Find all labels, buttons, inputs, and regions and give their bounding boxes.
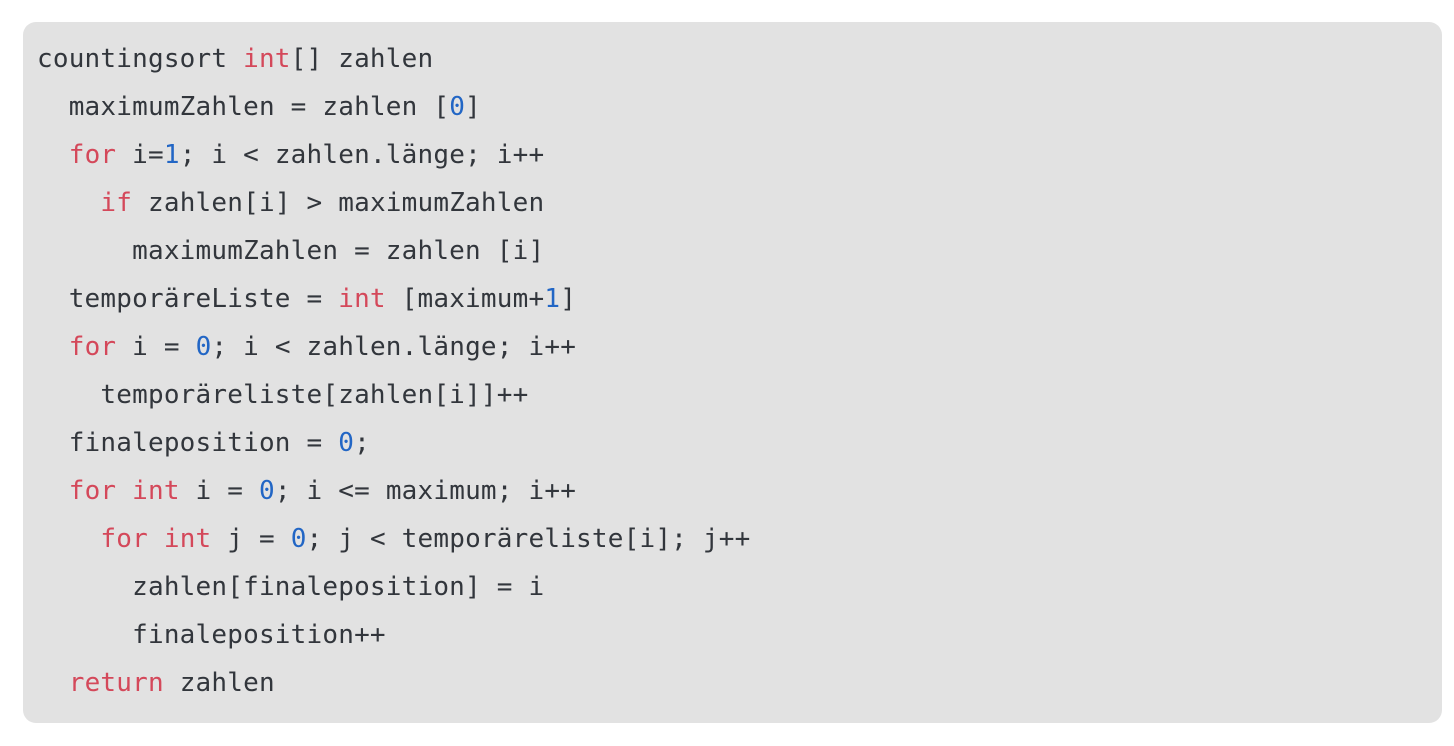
code-token-plain: [37, 476, 69, 506]
code-block-card: countingsort int[] zahlen maximumZahlen …: [23, 22, 1442, 723]
code-token-keyword: int: [132, 476, 180, 506]
code-token-plain: i =: [179, 476, 259, 506]
code-line: for i = 0; i < zahlen.länge; i++: [37, 323, 1428, 371]
code-token-keyword: int: [243, 44, 291, 74]
code-line: finaleposition++: [37, 611, 1428, 659]
code-line: for int i = 0; i <= maximum; i++: [37, 467, 1428, 515]
code-token-keyword: return: [68, 668, 164, 698]
code-line: return zahlen: [37, 659, 1428, 707]
code-token-plain: zahlen[i] > maximumZahlen: [132, 188, 545, 218]
code-token-keyword: for: [68, 140, 117, 170]
code-token-plain: finaleposition++: [37, 620, 386, 650]
code-token-plain: [37, 140, 69, 170]
code-token-plain: maximumZahlen = zahlen [: [37, 92, 450, 122]
code-token-number: 0: [258, 476, 275, 506]
code-content: countingsort int[] zahlen maximumZahlen …: [37, 35, 1428, 707]
code-token-plain: [] zahlen: [290, 44, 434, 74]
code-token-plain: temporäreliste[zahlen[i]]++: [37, 380, 529, 410]
code-line: for int j = 0; j < temporäreliste[i]; j+…: [37, 515, 1428, 563]
code-token-number: 0: [290, 524, 307, 554]
code-line: maximumZahlen = zahlen [0]: [37, 83, 1428, 131]
code-token-number: 1: [544, 284, 561, 314]
code-token-plain: i=: [116, 140, 164, 170]
code-token-number: 0: [195, 332, 212, 362]
code-token-plain: [37, 524, 100, 554]
code-line: countingsort int[] zahlen: [37, 35, 1428, 83]
code-token-plain: maximumZahlen = zahlen [i]: [37, 236, 545, 266]
code-token-plain: zahlen[finaleposition] = i: [37, 572, 545, 602]
code-token-keyword: int: [338, 284, 386, 314]
code-line: maximumZahlen = zahlen [i]: [37, 227, 1428, 275]
code-token-plain: ; i <= maximum; i++: [274, 476, 577, 506]
code-token-plain: ]: [560, 284, 577, 314]
code-token-plain: [116, 476, 132, 506]
code-line: temporäreliste[zahlen[i]]++: [37, 371, 1428, 419]
code-line: for i=1; i < zahlen.länge; i++: [37, 131, 1428, 179]
code-token-plain: ; i < zahlen.länge; i++: [179, 140, 545, 170]
code-token-plain: i =: [116, 332, 196, 362]
code-token-plain: [37, 188, 100, 218]
code-token-plain: [37, 332, 69, 362]
code-line: finaleposition = 0;: [37, 419, 1428, 467]
code-token-plain: [148, 524, 164, 554]
code-token-plain: zahlen: [163, 668, 275, 698]
code-token-plain: temporäreListe =: [37, 284, 339, 314]
code-token-plain: ; j < temporäreliste[i]; j++: [306, 524, 751, 554]
code-token-keyword: int: [163, 524, 212, 554]
code-token-plain: ;: [354, 428, 370, 458]
code-token-plain: [maximum+: [385, 284, 545, 314]
code-token-plain: countingsort: [37, 44, 244, 74]
code-token-plain: ]: [465, 92, 481, 122]
code-token-keyword: for: [68, 332, 117, 362]
code-token-plain: finaleposition =: [37, 428, 339, 458]
code-line: if zahlen[i] > maximumZahlen: [37, 179, 1428, 227]
code-line: temporäreListe = int [maximum+1]: [37, 275, 1428, 323]
code-token-number: 0: [449, 92, 466, 122]
code-token-plain: ; i < zahlen.länge; i++: [211, 332, 577, 362]
code-token-plain: j =: [211, 524, 291, 554]
code-line: zahlen[finaleposition] = i: [37, 563, 1428, 611]
code-token-number: 1: [163, 140, 180, 170]
code-token-keyword: for: [68, 476, 117, 506]
code-token-number: 0: [338, 428, 355, 458]
code-token-plain: [37, 668, 69, 698]
code-token-keyword: for: [100, 524, 148, 554]
code-token-keyword: if: [100, 188, 133, 218]
